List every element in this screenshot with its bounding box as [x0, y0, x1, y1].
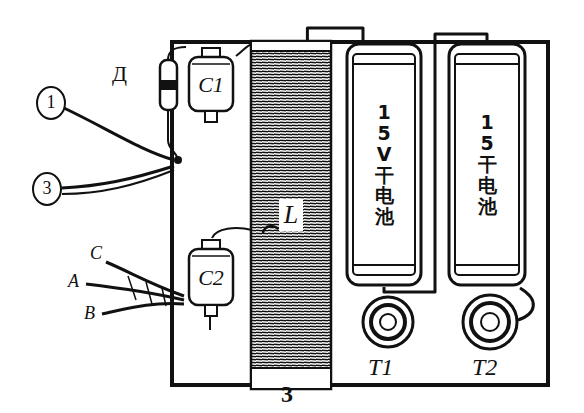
- part-label: C1: [198, 73, 224, 97]
- lead-wire: [518, 288, 533, 320]
- capacitor-symbol: C1: [186, 48, 236, 122]
- part-label: T2: [472, 354, 497, 380]
- pin-label: A: [68, 272, 79, 292]
- capacitor-symbol: C2: [186, 240, 236, 316]
- lead-wire: [212, 228, 252, 238]
- part-label: L: [279, 199, 303, 232]
- lead-wire: [236, 44, 252, 56]
- diode-symbol: [160, 47, 186, 164]
- part-label: C2: [198, 266, 224, 290]
- lead-wire: [209, 316, 211, 330]
- pin-label: B: [84, 304, 95, 324]
- terminal-knob: [363, 297, 413, 347]
- terminal-knob: [463, 295, 517, 349]
- pin-label: C: [90, 244, 102, 264]
- part-label: T1: [368, 354, 393, 380]
- terminal-number: 1: [36, 86, 66, 120]
- board-outline: [172, 42, 548, 385]
- coil-symbol: L: [250, 40, 332, 390]
- figure-number: 3: [281, 381, 293, 407]
- lead-wire: [62, 170, 174, 194]
- battery-label: 15干电池: [476, 109, 499, 219]
- lead-wire: [64, 108, 174, 160]
- battery-symbol: 15V干电池: [345, 42, 423, 287]
- part-label: 1: [47, 93, 56, 113]
- cable-wires: [86, 262, 184, 314]
- part-label: 3: [43, 179, 52, 199]
- part-label: Д: [112, 62, 127, 86]
- battery-label: 15V干电池: [373, 99, 396, 230]
- battery-symbol: 15干电池: [447, 42, 527, 287]
- terminal-number: 3: [32, 172, 62, 206]
